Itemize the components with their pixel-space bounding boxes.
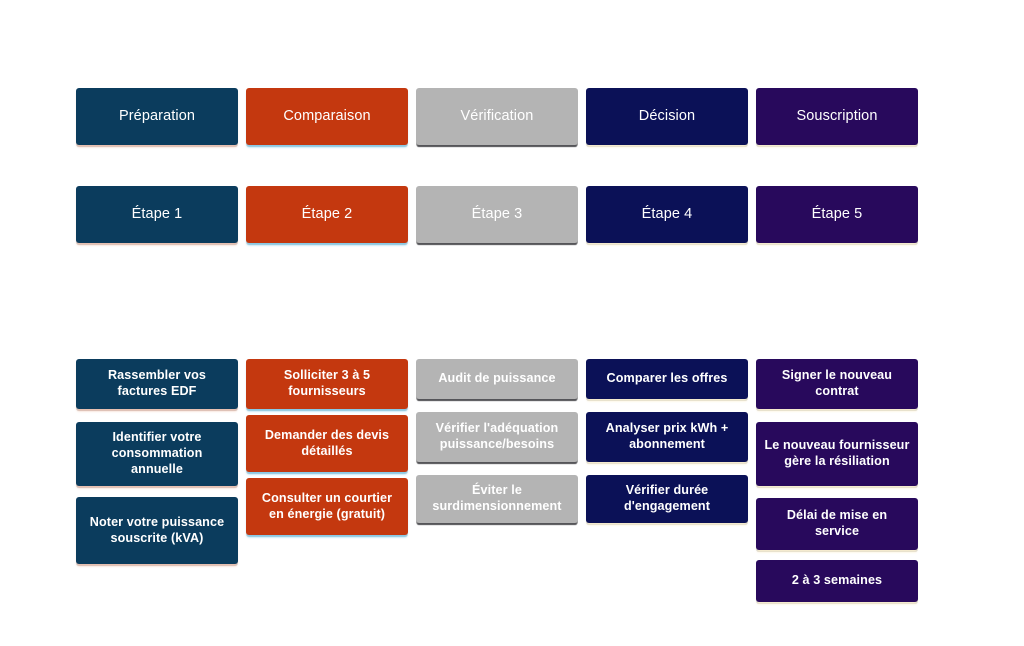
step-card-1[interactable]: Étape 1 [76, 186, 238, 243]
task-label-3-1: Audit de puissance [438, 371, 556, 386]
step-card-2[interactable]: Étape 2 [246, 186, 408, 243]
step-label-5: Étape 5 [811, 206, 863, 223]
step-card-3[interactable]: Étape 3 [416, 186, 578, 243]
step-label-2: Étape 2 [301, 206, 353, 223]
task-label-5-1: Signer le nouveau contrat [781, 368, 893, 398]
task-label-5-2: Le nouveau fournisseur gère la résiliati… [764, 438, 910, 468]
task-card-5-1[interactable]: Signer le nouveau contrat [756, 359, 918, 409]
task-label-1-3: Noter votre puissance souscrite (kVA) [89, 514, 225, 545]
phase-label-1: Préparation [118, 108, 196, 125]
task-card-4-2[interactable]: Analyser prix kWh + abonnement [586, 412, 748, 462]
step-card-4[interactable]: Étape 4 [586, 186, 748, 243]
task-card-3-3[interactable]: Éviter le surdimensionnement [416, 475, 578, 523]
task-label-4-3: Vérifier durée d'engagement [623, 483, 711, 513]
phase-label-4: Décision [638, 108, 696, 125]
task-label-4-1: Comparer les offres [606, 371, 728, 386]
phase-card-4[interactable]: Décision [586, 88, 748, 145]
phase-label-3: Vérification [460, 108, 534, 125]
task-card-5-4[interactable]: 2 à 3 semaines [756, 560, 918, 602]
phase-card-5[interactable]: Souscription [756, 88, 918, 145]
task-label-2-3: Consulter un courtier en énergie (gratui… [261, 490, 393, 521]
step-label-1: Étape 1 [131, 206, 183, 223]
task-card-4-1[interactable]: Comparer les offres [586, 359, 748, 399]
task-card-1-2[interactable]: Identifier votre consommation annuelle [76, 422, 238, 486]
step-label-4: Étape 4 [641, 206, 693, 223]
phase-label-5: Souscription [796, 108, 878, 125]
task-label-3-2: Vérifier l'adéquation puissance/besoins [435, 421, 559, 451]
task-label-5-4: 2 à 3 semaines [791, 573, 883, 588]
task-card-4-3[interactable]: Vérifier durée d'engagement [586, 475, 748, 523]
step-card-5[interactable]: Étape 5 [756, 186, 918, 243]
task-card-2-2[interactable]: Demander des devis détaillés [246, 415, 408, 472]
phase-card-1[interactable]: Préparation [76, 88, 238, 145]
task-card-1-3[interactable]: Noter votre puissance souscrite (kVA) [76, 497, 238, 564]
task-card-5-3[interactable]: Délai de mise en service [756, 498, 918, 550]
phase-label-2: Comparaison [283, 108, 371, 125]
phase-card-3[interactable]: Vérification [416, 88, 578, 145]
task-label-3-3: Éviter le surdimensionnement [432, 483, 562, 513]
step-label-3: Étape 3 [471, 206, 523, 223]
task-card-5-2[interactable]: Le nouveau fournisseur gère la résiliati… [756, 422, 918, 486]
task-card-3-2[interactable]: Vérifier l'adéquation puissance/besoins [416, 412, 578, 462]
task-card-2-3[interactable]: Consulter un courtier en énergie (gratui… [246, 478, 408, 535]
task-label-5-3: Délai de mise en service [786, 508, 888, 538]
task-label-2-1: Solliciter 3 à 5 fournisseurs [283, 368, 371, 398]
task-card-2-1[interactable]: Solliciter 3 à 5 fournisseurs [246, 359, 408, 409]
task-label-4-2: Analyser prix kWh + abonnement [605, 421, 729, 451]
phase-card-2[interactable]: Comparaison [246, 88, 408, 145]
task-label-2-2: Demander des devis détaillés [264, 427, 390, 458]
task-card-1-1[interactable]: Rassembler vos factures EDF [76, 359, 238, 409]
task-label-1-1: Rassembler vos factures EDF [107, 368, 206, 398]
task-label-1-2: Identifier votre consommation annuelle [111, 430, 203, 476]
task-card-3-1[interactable]: Audit de puissance [416, 359, 578, 399]
